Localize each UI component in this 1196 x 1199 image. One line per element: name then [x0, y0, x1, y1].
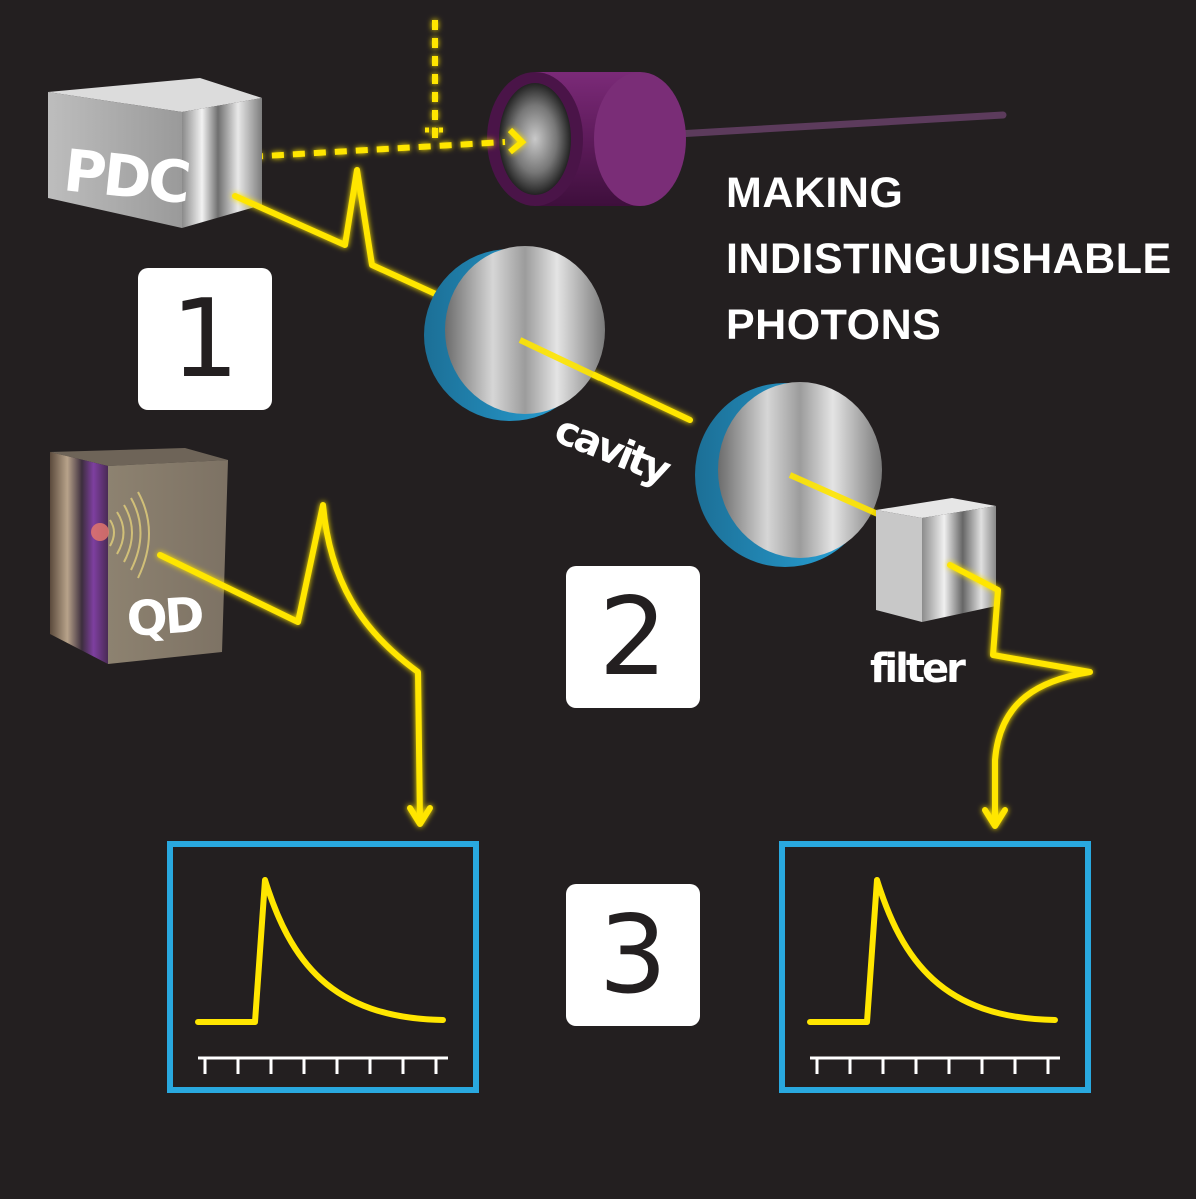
monitor-right	[779, 841, 1091, 1093]
qd-label: QD	[125, 587, 205, 648]
title-line-3: PHOTONS	[726, 301, 942, 349]
detector	[487, 72, 1007, 206]
step-3-number: 3	[598, 892, 668, 1018]
filtered-beam	[947, 562, 1093, 829]
qd-beam	[157, 502, 433, 827]
pdc-label: PDC	[61, 136, 192, 217]
title-line-1: MAKING	[726, 169, 904, 217]
reference-beam	[229, 20, 527, 161]
step-2-number: 2	[598, 574, 668, 700]
monitor-left	[167, 841, 479, 1093]
step-1-number: 1	[170, 276, 240, 402]
cavity-mirror-1	[424, 246, 605, 421]
title-line-2: INDISTINGUISHABLE	[726, 235, 1172, 283]
filter-label: filter	[870, 646, 966, 692]
diagram-title: MAKING INDISTINGUISHABLE PHOTONS	[726, 160, 1172, 358]
step-2-badge: 2	[566, 566, 700, 708]
cavity-mirror-2	[695, 382, 882, 567]
cavity-label: cavity	[548, 407, 677, 495]
filter-block	[876, 498, 996, 622]
step-1-badge: 1	[138, 268, 272, 410]
pdc-box	[48, 78, 262, 228]
step-3-badge: 3	[566, 884, 700, 1026]
